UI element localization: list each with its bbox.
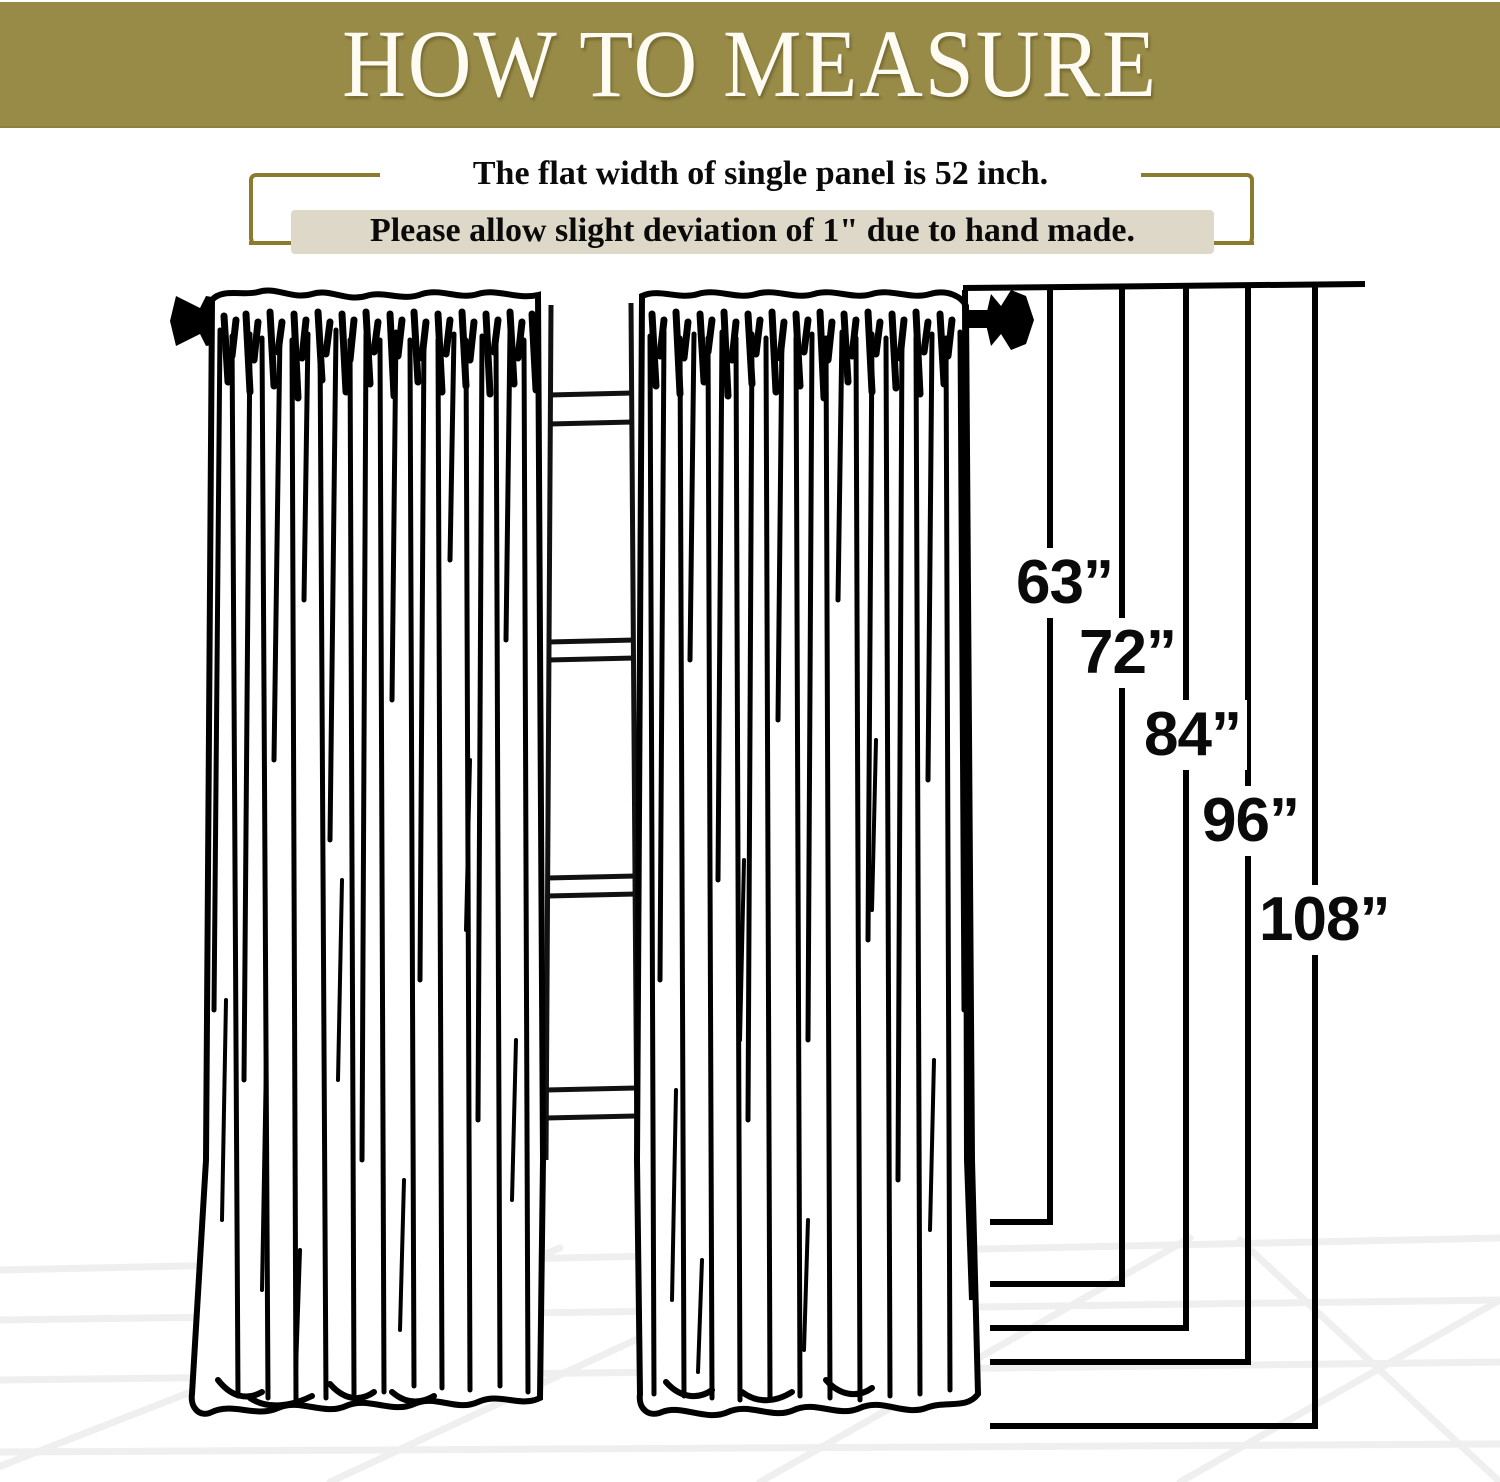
measure-line-84 bbox=[990, 286, 1189, 1331]
length-label-108: 108” bbox=[1253, 885, 1396, 955]
deviation-note-box bbox=[291, 210, 1214, 254]
measure-line-96 bbox=[990, 285, 1251, 1365]
window-frame bbox=[543, 302, 640, 1161]
width-bracket-bottom-right bbox=[1174, 241, 1254, 245]
measure-line-63 bbox=[990, 288, 1053, 1225]
curtain-panel-left-accents bbox=[220, 758, 518, 1372]
header-bar bbox=[0, 2, 1500, 128]
page-title: HOW TO MEASURE bbox=[342, 10, 1158, 117]
measure-reference-edge bbox=[962, 289, 975, 1301]
measure-line-108 bbox=[990, 284, 1318, 1429]
width-caption: The flat width of single panel is 52 inc… bbox=[380, 152, 1141, 196]
curtain-panel-right bbox=[633, 289, 982, 1419]
curtain-panel-right-folds bbox=[647, 329, 967, 1403]
length-label-72: 72” bbox=[1073, 618, 1182, 688]
curtain-panel-left-folds bbox=[211, 327, 531, 1403]
curtain-panel-left bbox=[188, 287, 547, 1417]
measurement-top-rule bbox=[962, 281, 1366, 291]
curtain-panel-left-hem-detail bbox=[215, 1377, 437, 1409]
curtain-panel-right-hem-detail bbox=[663, 1377, 875, 1404]
length-label-63: 63” bbox=[1010, 548, 1119, 618]
rod-finial-right bbox=[985, 290, 1034, 350]
length-label-96: 96” bbox=[1196, 786, 1305, 856]
deviation-note: Please allow slight deviation of 1" due … bbox=[369, 212, 1136, 249]
width-bracket-bottom-left bbox=[249, 241, 329, 245]
measure-line-72 bbox=[990, 287, 1125, 1287]
length-label-84: 84” bbox=[1138, 700, 1247, 770]
curtain-panel-right-accents bbox=[670, 738, 936, 1374]
curtain-panel-left-outline bbox=[188, 287, 547, 1417]
